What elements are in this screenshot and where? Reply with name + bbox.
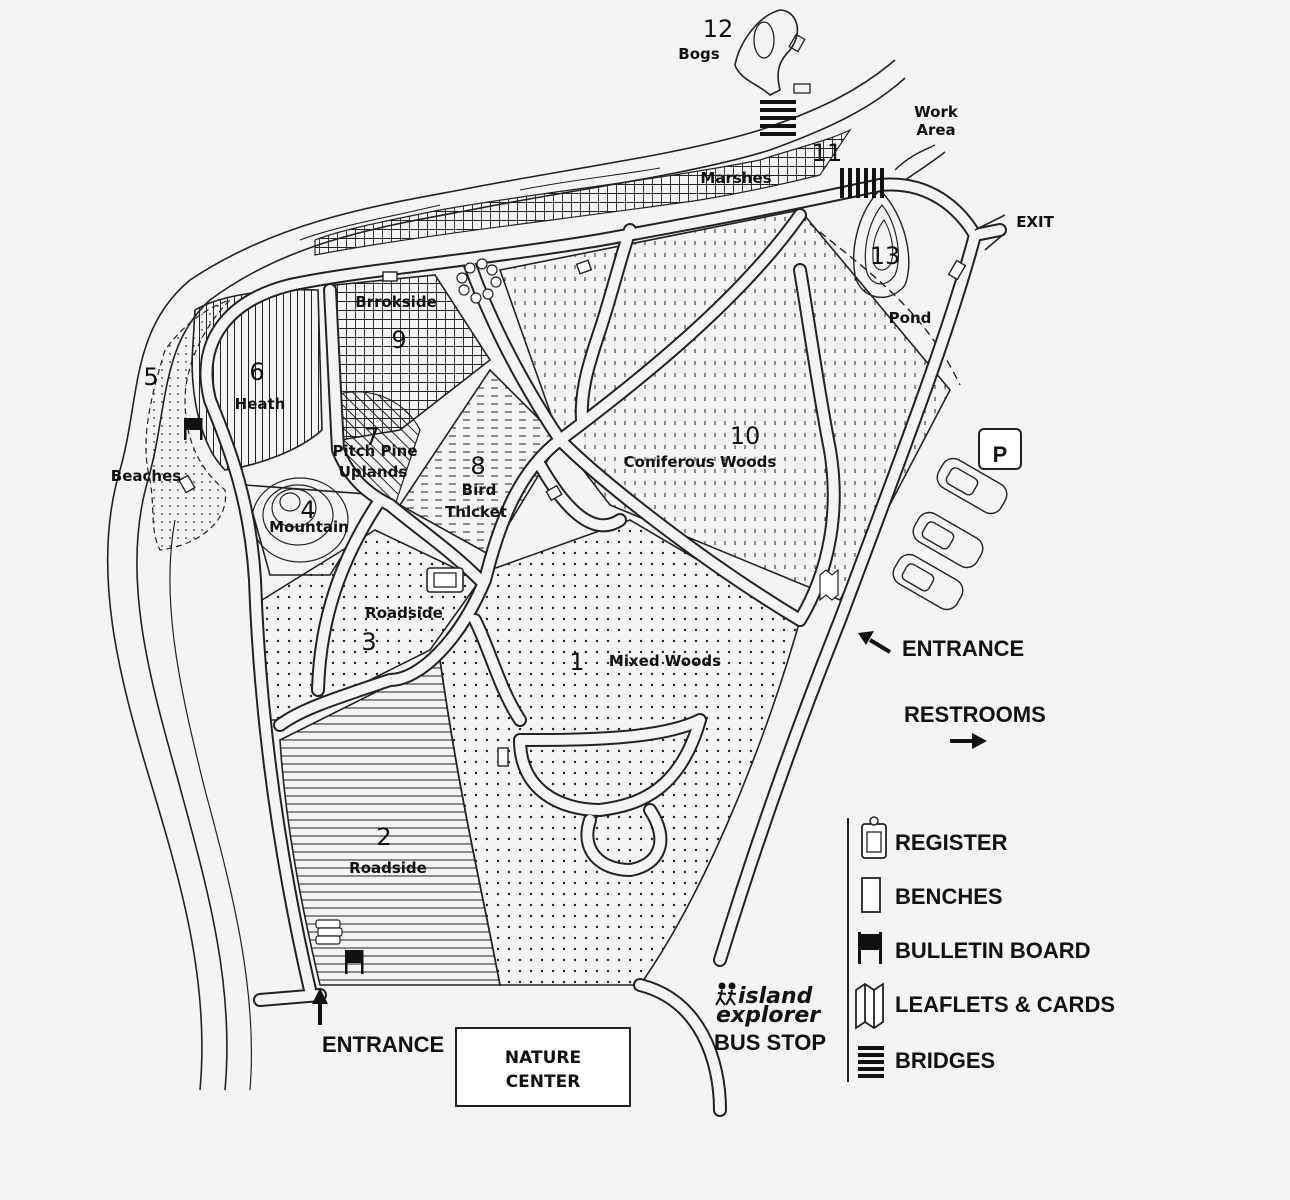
parked-cars [892, 457, 1008, 611]
zone-8-name-line1: Bird [462, 481, 497, 499]
zone-12-bogs-area [734, 9, 811, 96]
zone-2-name: Roadside [349, 859, 427, 877]
zone-7-name-line1: Pitch Pine [332, 442, 417, 460]
zone-13-number: 13 [870, 242, 901, 270]
entrance-east-arrow-icon [858, 631, 892, 654]
parking-sign: P [978, 428, 1022, 470]
zone-8-number: 8 [470, 452, 485, 480]
zone-7-number: 7 [364, 423, 379, 451]
restrooms-label: RESTROOMS [904, 702, 1046, 727]
entrance-south-arrow-icon [312, 988, 328, 1025]
entrance-east-label: ENTRANCE [902, 636, 1024, 661]
legend-label-register: REGISTER [895, 830, 1008, 855]
bus-brand-line2: explorer [716, 1003, 821, 1028]
legend-register-icon [861, 816, 887, 859]
zone-12-name: Bogs [678, 45, 719, 63]
zone-11-name: Marshes [700, 169, 771, 187]
restrooms-arrow-icon [950, 733, 987, 749]
legend-bench-icon [861, 877, 881, 913]
register-icon [426, 567, 464, 593]
work-area-road [894, 144, 946, 181]
zone-4-name: Mountain [269, 518, 349, 536]
hiker-icon [715, 982, 737, 1006]
trail-network-fill [201, 179, 1005, 1115]
zone-10-name: Coniferous Woods [624, 453, 777, 471]
bulletin-board-icon [184, 418, 364, 974]
zone-7-name-line2: Uplands [339, 463, 408, 481]
legend-label-benches: BENCHES [895, 884, 1003, 909]
zone-1-number: 1 [569, 648, 584, 676]
zone-5-beaches-area [145, 299, 231, 551]
bench-icon [178, 259, 967, 767]
parking-label: P [993, 442, 1008, 467]
legend: REGISTER BENCHES BULLETIN BOARD LEAFLETS… [847, 816, 1115, 1082]
zone-1-name: Mixed Woods [609, 652, 721, 670]
zone-2-number: 2 [376, 823, 391, 851]
zone-11-number: 11 [812, 139, 843, 167]
legend-label-leaflets: LEAFLETS & CARDS [895, 992, 1115, 1017]
zone-9-number: 9 [391, 326, 406, 354]
leaflets-icon [315, 568, 839, 945]
zone-6-name: Heath [235, 395, 286, 413]
zone-10-number: 10 [730, 422, 761, 450]
bus-brand-line1: island [738, 984, 813, 1009]
zone-3-name: Roadside [365, 604, 443, 622]
exit-road [974, 214, 1006, 251]
beaches-label: Beaches [111, 467, 181, 485]
bridge-icon [760, 100, 884, 198]
legend-label-bulletin-board: BULLETIN BOARD [895, 938, 1091, 963]
zone-12-number: 12 [703, 15, 734, 43]
zone-5-number: 5 [143, 363, 158, 391]
bus-stop-label: BUS STOP [714, 1030, 826, 1055]
nature-center-line2: CENTER [506, 1072, 581, 1092]
legend-bridge-icon [858, 1046, 884, 1078]
tree-ring-icon [456, 258, 502, 304]
zone-13-name: Pond [889, 309, 932, 327]
legend-bulletin-board-icon [858, 932, 882, 964]
nature-center: NATURE CENTER [455, 1027, 631, 1107]
exit-label: EXIT [1016, 213, 1054, 231]
work-area-line1: Work [914, 103, 959, 121]
zone-4-number: 4 [300, 496, 315, 524]
entrance-south-label: ENTRANCE [322, 1032, 444, 1057]
bus-stop: island explorer BUS STOP [714, 982, 826, 1055]
zone-labels: 1 Mixed Woods 2 Roadside 3 Roadside 4 Mo… [111, 15, 932, 877]
zone-9-name: Brrokside [355, 293, 437, 311]
legend-leaflets-icon [855, 982, 884, 1030]
work-area-line2: Area [916, 121, 955, 139]
zone-1-mixed-woods-area [439, 519, 801, 986]
nature-center-line1: NATURE [505, 1048, 581, 1068]
legend-label-bridges: BRIDGES [895, 1048, 995, 1073]
zone-11-marshes-area [314, 128, 852, 256]
zone-6-number: 6 [249, 358, 264, 386]
zone-8-name-line2: Thicket [445, 503, 507, 521]
zone-3-number: 3 [361, 628, 376, 656]
